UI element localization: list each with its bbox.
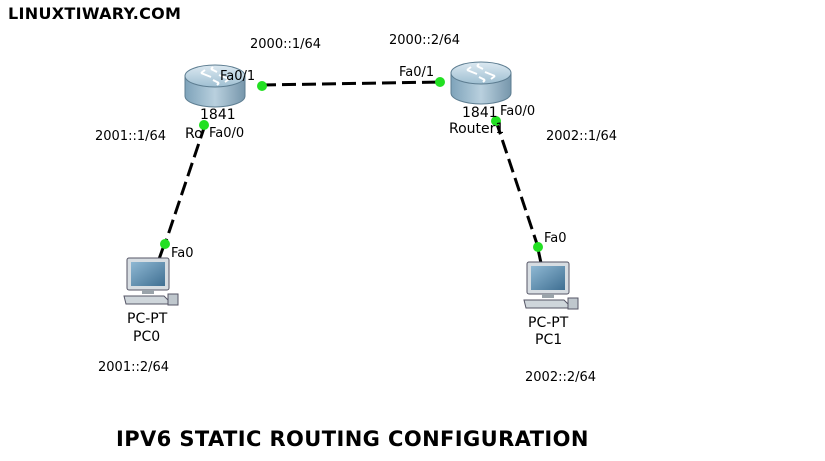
router0[interactable] [184, 64, 246, 108]
link-router0-pc0[interactable] [163, 124, 207, 245]
port-status-pc1-fa0 [533, 242, 543, 252]
link-router0-router1[interactable] [261, 80, 442, 87]
port-status-r1-fa00 [491, 116, 501, 126]
interface-label-r1-fa00: Fa0/0 [500, 104, 536, 119]
device-name-router1: Router1 [449, 121, 505, 137]
port-status-r1-fa01 [435, 77, 445, 87]
router-arrows-icon [466, 63, 496, 83]
device-model-router1: 1841 [462, 105, 498, 121]
interface-label-r0-fa00: Fa0/0 [209, 126, 245, 141]
address-label-pc0: 2001::2/64 [98, 360, 170, 375]
device-model-router0: 1841 [200, 107, 236, 123]
address-label-r0-fa00: 2001::1/64 [95, 129, 167, 144]
router-arrows-icon [200, 66, 230, 86]
router1[interactable] [450, 61, 512, 105]
port-status-pc0-fa0 [160, 239, 170, 249]
device-name-pc0: PC0 [133, 329, 161, 345]
link-router1-pc1[interactable] [494, 120, 540, 248]
address-label-pc1: 2002::2/64 [525, 370, 597, 385]
device-name-router0: Ro [185, 126, 203, 142]
address-label-r1-fa01: 2000::2/64 [389, 33, 461, 48]
port-status-r0-fa00 [199, 120, 209, 130]
device-model-pc1: PC-PT [528, 315, 569, 331]
device-name-pc1: PC1 [535, 332, 563, 348]
diagram-title: IPV6 STATIC ROUTING CONFIGURATION [116, 427, 589, 451]
pc1[interactable] [523, 261, 579, 310]
interface-label-pc0-fa0: Fa0 [171, 246, 194, 261]
interface-label-pc1-fa0: Fa0 [544, 231, 567, 246]
interface-label-r0-fa01: Fa0/1 [220, 69, 256, 84]
pc0[interactable] [123, 257, 179, 306]
address-label-r0-fa01: 2000::1/64 [250, 37, 322, 52]
site-watermark: LINUXTIWARY.COM [8, 4, 182, 23]
interface-label-r1-fa01: Fa0/1 [399, 65, 435, 80]
address-label-r1-fa00: 2002::1/64 [546, 129, 618, 144]
device-model-pc0: PC-PT [127, 311, 168, 327]
port-status-r0-fa01 [257, 81, 267, 91]
